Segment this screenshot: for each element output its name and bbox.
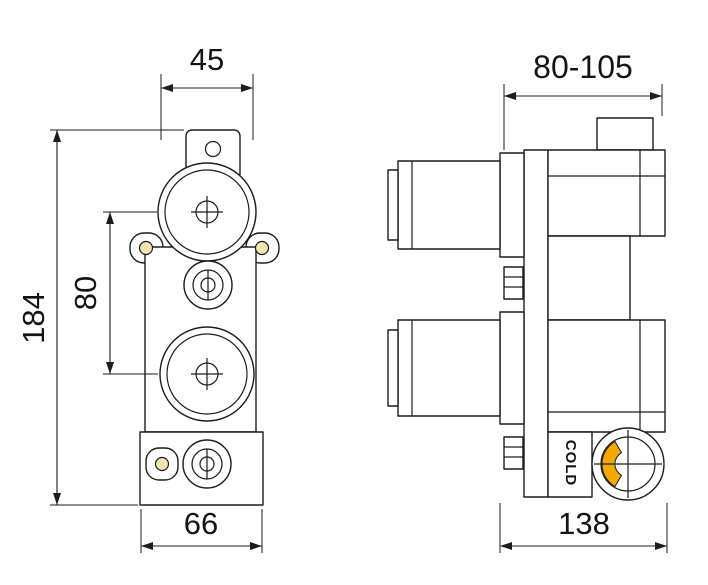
dim-top-width-label: 45: [190, 42, 224, 77]
dim-top-width: 45: [160, 42, 254, 140]
dim-center-spacing: 80: [68, 211, 158, 375]
dim-center-spacing-label: 80: [68, 276, 103, 310]
dim-depth-range: 80-105: [503, 49, 663, 150]
cartridge-bottom: [387, 311, 525, 425]
control-dial-top: [157, 162, 257, 262]
dim-bottom-width-label: 66: [184, 506, 218, 541]
cartridge-top: [387, 152, 525, 258]
front-view: 45 184 80 66: [16, 42, 280, 553]
ear-hole-bottom: [154, 456, 170, 472]
spindle-upper: [183, 260, 233, 310]
dim-overall-depth-label: 138: [558, 506, 610, 541]
spindle-lower: [182, 439, 232, 489]
side-view: COLD 80-105 138: [387, 49, 668, 553]
mounting-tab-hole: [204, 140, 222, 158]
inlet-bracket: [547, 431, 593, 498]
dim-overall-depth: 138: [499, 503, 668, 553]
valve-body-upper: [547, 149, 666, 237]
wall-plate: [523, 149, 549, 498]
ear-hole-left: [138, 240, 154, 256]
valve-body-mid: [547, 235, 631, 321]
ear-hole-right: [254, 240, 270, 256]
dim-depth-range-label: 80-105: [533, 49, 633, 85]
control-dial-bottom: [159, 326, 255, 422]
valve-body-lower: [547, 319, 666, 433]
outlet-top-pipe: [596, 117, 654, 151]
dim-overall-height: 184: [16, 129, 184, 506]
dim-bottom-width: 66: [140, 506, 263, 553]
dim-overall-height-label: 184: [16, 292, 51, 344]
cold-port-label: COLD: [562, 440, 579, 487]
cold-inlet-port: [591, 427, 665, 501]
hex-screw-bottom: [503, 436, 524, 470]
hex-screw-mid: [503, 266, 524, 300]
